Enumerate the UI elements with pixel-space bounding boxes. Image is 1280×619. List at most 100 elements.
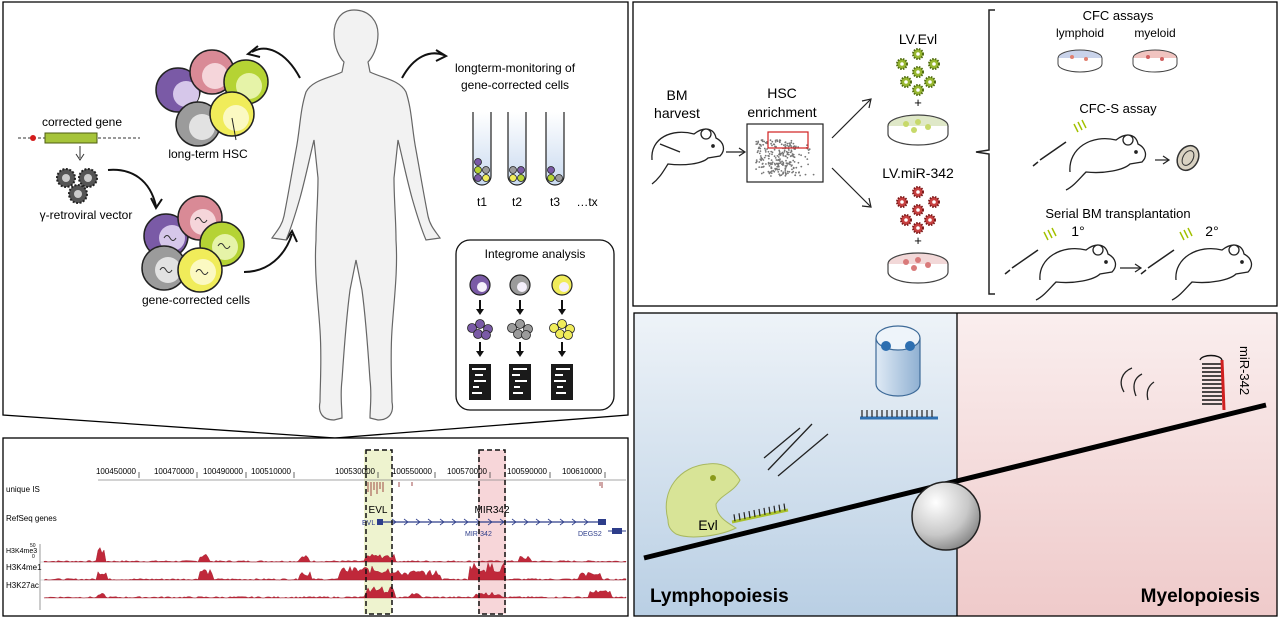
sample-tube-icon	[545, 112, 565, 186]
facs-event	[807, 152, 810, 154]
arrow-body-to-hsc	[251, 47, 301, 79]
recipient-mouse-1-icon	[1035, 244, 1117, 301]
facs-event	[761, 140, 764, 143]
facs-event	[773, 148, 776, 151]
facs-event	[779, 161, 782, 164]
evl-dashed-box	[365, 449, 393, 615]
facs-event	[784, 165, 787, 167]
integrome-cell-nucleus	[559, 282, 569, 292]
strand-tick	[773, 505, 776, 513]
arrow-to-lv-evl	[831, 99, 871, 139]
track-label-unique-is: unique IS	[6, 485, 40, 494]
seesaw-fulcrum	[911, 481, 981, 551]
gel-band	[555, 374, 563, 376]
evl-protein-icon	[665, 463, 741, 538]
gel-band	[475, 374, 483, 376]
facs-event	[767, 154, 770, 157]
arrow-cells-to-body	[243, 233, 293, 273]
virus-core	[932, 200, 936, 204]
facs-event	[770, 170, 773, 173]
facs-event	[795, 166, 798, 169]
gel-band	[557, 386, 563, 388]
tube-label-t2: t2	[512, 195, 522, 209]
evl-culture-dish-icon	[887, 114, 949, 146]
syringe-1-icon	[1004, 249, 1039, 275]
seesaw-beam	[643, 402, 1267, 561]
facs-event	[770, 142, 772, 145]
facs-event	[782, 154, 785, 157]
myelopoiesis-background	[957, 313, 1277, 616]
facs-event	[768, 172, 771, 175]
virus-core	[904, 80, 908, 84]
facs-event	[800, 154, 802, 157]
strand-tick	[763, 507, 766, 515]
strand-tick	[783, 503, 786, 511]
myeloid-label: myeloid	[1134, 26, 1175, 40]
integrome-arrow-head	[558, 351, 566, 357]
hsc-cluster-icon	[155, 49, 269, 147]
tube-cell	[474, 158, 482, 166]
facs-event	[786, 142, 789, 145]
mir342-gene-label: MIR342	[474, 505, 509, 516]
scale-top: 50	[30, 543, 36, 549]
assay-bracket	[975, 9, 995, 295]
facs-event	[767, 157, 770, 160]
facs-event	[771, 140, 774, 143]
facs-event	[780, 143, 783, 146]
degs2-refseq-small-label: DEGS2	[578, 531, 602, 538]
myeloid-dish-icon	[1132, 49, 1178, 73]
mir-dashed-box	[478, 449, 506, 615]
facs-event	[790, 150, 793, 153]
virus-core	[928, 218, 932, 222]
strand-tick	[768, 506, 771, 514]
facs-event	[789, 163, 791, 166]
strand-tick	[758, 508, 761, 517]
strand-tick	[778, 504, 781, 512]
facs-event	[777, 171, 780, 173]
vector-label: γ-retroviral vector	[40, 208, 133, 222]
facs-event	[769, 139, 772, 142]
refseq-strand-arrow	[499, 518, 505, 526]
facs-event	[812, 173, 815, 176]
facs-event	[781, 151, 784, 154]
facs-event	[765, 163, 767, 165]
facs-gate	[767, 131, 809, 149]
strand-tick	[753, 509, 756, 518]
facs-event	[755, 140, 758, 143]
facs-event	[778, 158, 781, 161]
refseq-strand-arrow	[583, 518, 589, 526]
gene-marker	[30, 135, 36, 141]
refseq-strand-arrow	[475, 518, 481, 526]
facs-event	[788, 149, 790, 151]
gel-band	[474, 380, 486, 382]
unique-is-track	[367, 482, 603, 496]
second-transplant-label: 2°	[1205, 223, 1218, 239]
integrome-box	[455, 239, 615, 411]
facs-event	[791, 171, 793, 174]
facs-event	[778, 173, 781, 176]
facs-event	[786, 156, 789, 159]
syringe-2-icon	[1140, 249, 1175, 275]
facs-event	[787, 172, 789, 175]
integrome-cell-nucleus	[517, 282, 527, 292]
facs-event	[755, 159, 758, 162]
facs-event	[778, 149, 781, 152]
facs-event	[770, 162, 772, 164]
coordinate-label: 100570000	[447, 467, 488, 476]
facs-event	[771, 153, 773, 156]
facs-event	[760, 156, 763, 159]
gel-band	[556, 392, 566, 394]
facs-event	[792, 167, 795, 170]
arrow-vector-to-cells	[107, 168, 157, 207]
integrome-arrow-head	[476, 309, 484, 315]
facs-event	[776, 155, 779, 157]
facs-event	[757, 150, 759, 152]
bm-harvest-line1: BM	[667, 87, 688, 103]
strand-tick	[748, 511, 751, 519]
facs-event	[792, 159, 795, 162]
cell-injection-marks	[1073, 119, 1087, 133]
facs-event	[782, 161, 785, 164]
facs-event	[774, 145, 776, 148]
recipient-mouse-2-icon	[1171, 244, 1253, 301]
refseq-strand-arrow	[547, 518, 553, 526]
